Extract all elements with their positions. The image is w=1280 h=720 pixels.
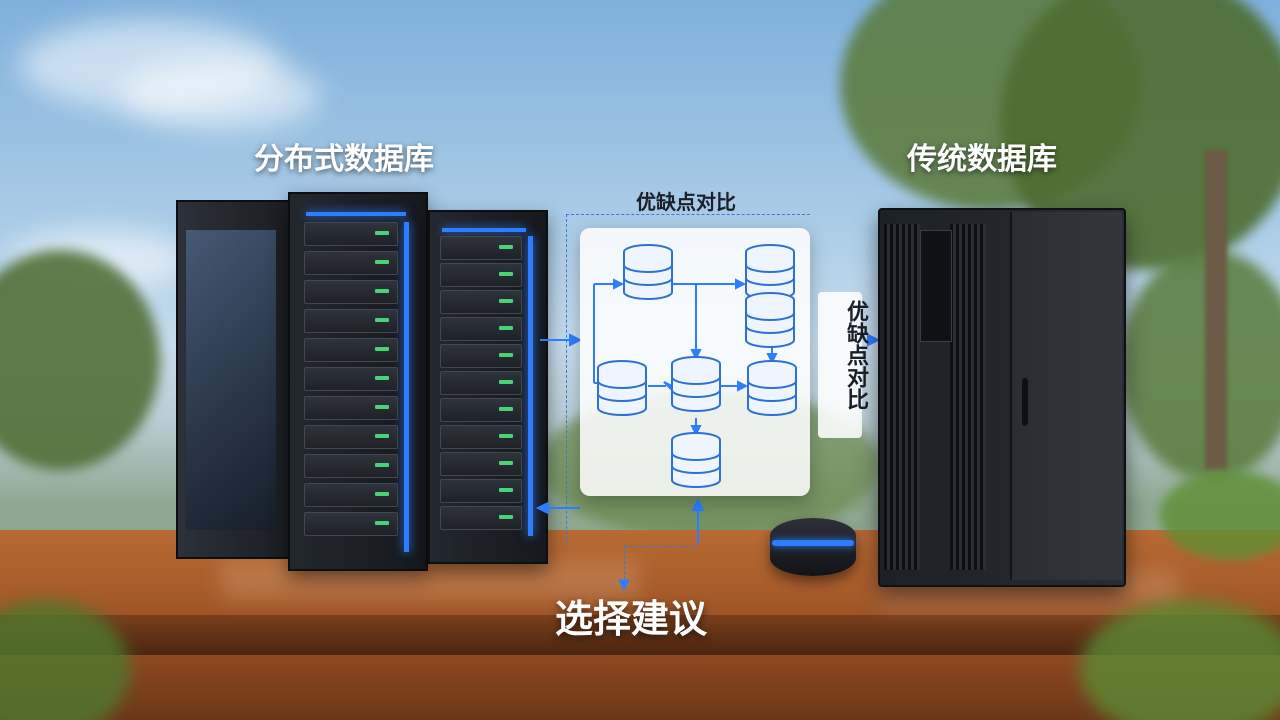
pros-cons-side-panel: 优缺点对比	[818, 292, 868, 438]
database-node	[745, 244, 795, 300]
pros-cons-top-label: 优缺点对比	[636, 190, 736, 214]
server-unit	[440, 317, 522, 341]
tower-vent-grille	[884, 224, 920, 570]
dashed-connector	[566, 214, 810, 215]
server-unit	[440, 452, 522, 476]
server-unit	[440, 425, 522, 449]
tower-vent-grille	[950, 224, 986, 570]
tree-foliage	[0, 250, 160, 470]
foreground-plant	[1080, 600, 1280, 720]
server-unit	[440, 506, 522, 530]
server-unit	[440, 236, 522, 260]
traditional-db-title: 传统数据库	[907, 142, 1057, 177]
dashed-connector	[624, 546, 698, 547]
arrow-up-to-diagram	[691, 497, 705, 544]
server-unit	[304, 338, 398, 362]
server-unit	[440, 398, 522, 422]
server-unit	[304, 251, 398, 275]
server-unit	[304, 425, 398, 449]
distributed-db-title: 分布式数据库	[254, 142, 434, 177]
server-unit	[304, 222, 398, 246]
server-unit	[440, 344, 522, 368]
rack-light-strip	[528, 236, 533, 536]
rack-light-strip	[404, 222, 409, 552]
server-unit	[304, 367, 398, 391]
server-unit	[440, 263, 522, 287]
rack-light-strip	[306, 212, 406, 216]
dashed-connector	[624, 546, 625, 584]
tower-side-door	[1010, 212, 1122, 580]
tree-foliage	[1120, 250, 1280, 480]
server-unit	[304, 309, 398, 333]
database-node	[623, 244, 673, 300]
arrow-diagram-to-rack	[535, 501, 580, 515]
tree-trunk	[1205, 150, 1227, 470]
database-node	[671, 432, 721, 488]
server-unit	[440, 479, 522, 503]
tower-display-panel	[920, 230, 952, 342]
recommendation-caption: 选择建议	[555, 597, 708, 641]
database-node	[597, 360, 647, 416]
smart-hub-light-ring	[772, 540, 854, 546]
server-unit	[304, 396, 398, 420]
server-unit	[304, 280, 398, 304]
table-edge	[0, 615, 1280, 655]
server-unit	[440, 371, 522, 395]
server-unit	[304, 483, 398, 507]
database-topology-panel	[580, 228, 810, 496]
database-node	[671, 356, 721, 412]
database-topology-diagram	[593, 244, 797, 488]
tower-door-handle	[1022, 378, 1028, 426]
cloud	[120, 60, 320, 130]
arrow-down-to-caption	[618, 579, 630, 592]
server-unit	[304, 512, 398, 536]
server-unit	[440, 290, 522, 314]
foreground-plant	[1160, 470, 1280, 560]
database-node	[745, 292, 795, 348]
arrow-rack-to-diagram	[540, 333, 583, 347]
rack-light-strip	[442, 228, 526, 232]
database-node	[747, 360, 797, 416]
rack-glass-window	[186, 230, 276, 530]
server-unit	[304, 454, 398, 478]
smart-hub-device	[770, 518, 856, 576]
dashed-connector	[566, 214, 567, 544]
pros-cons-side-label: 优缺点对比	[843, 300, 868, 410]
arrow-to-tower	[867, 333, 881, 347]
